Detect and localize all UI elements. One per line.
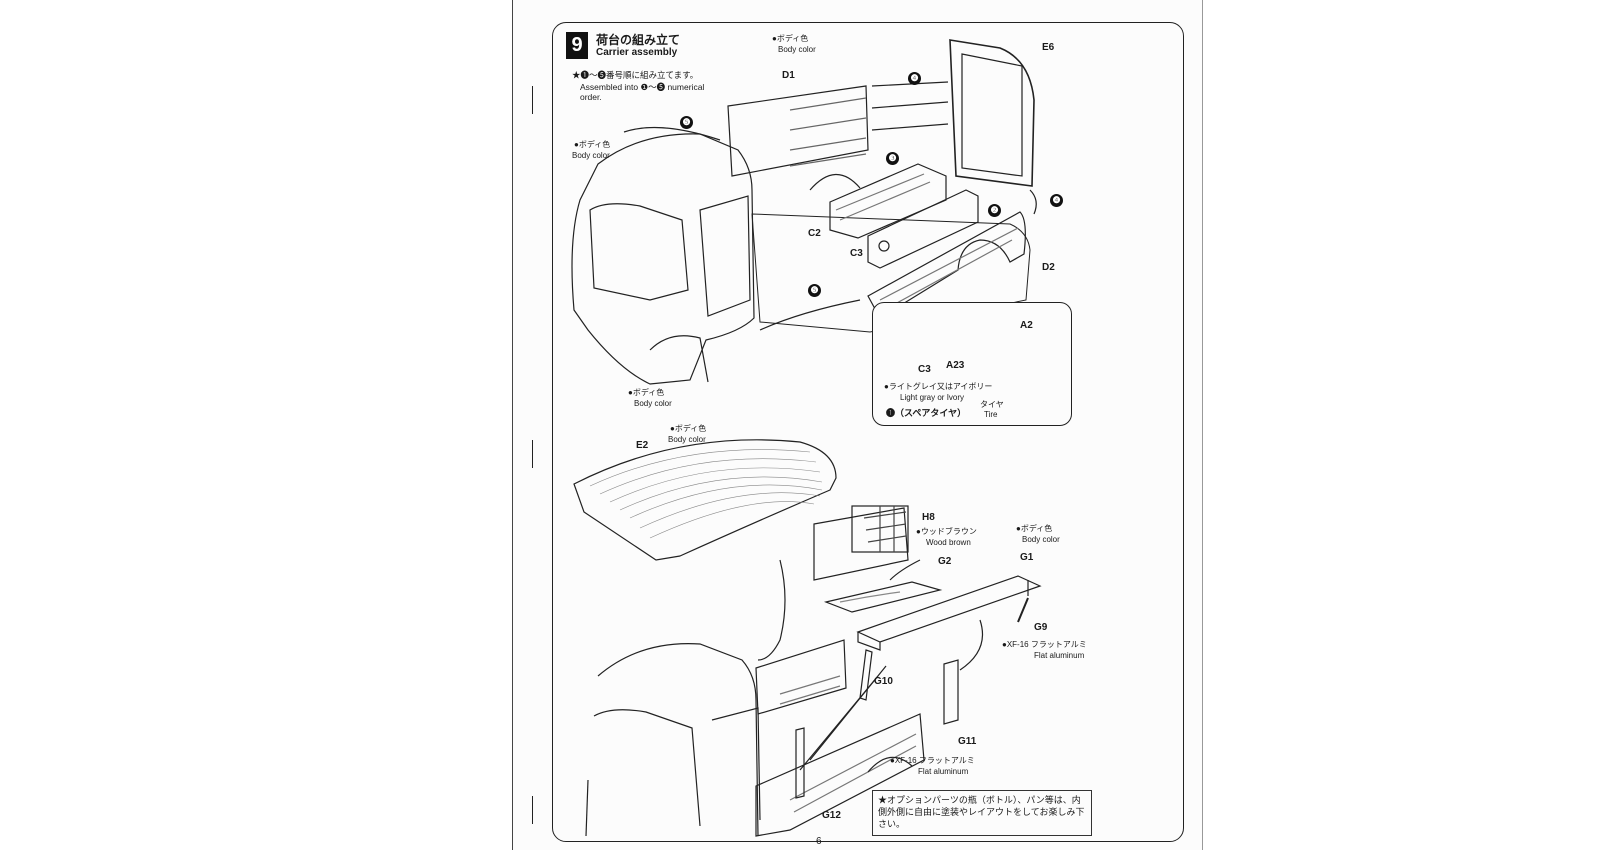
part-label: G11 (958, 736, 977, 747)
optional-parts-note: ★オプションパーツの瓶（ボトル）、パン等は、内側外側に自由に塗装やレイアウトをし… (872, 790, 1092, 836)
step-title-en: Carrier assembly (596, 47, 678, 58)
page-number: 6 (816, 836, 822, 847)
paint-callout-jp: ●ウッドブラウン (916, 527, 977, 536)
step-title-jp: 荷台の組み立て (596, 33, 681, 47)
paint-callout-jp: ●ボディ色 (628, 388, 665, 397)
step-marker-4: ❹ (1050, 194, 1063, 207)
paint-callout-jp: ●XF-16 フラットアルミ (890, 756, 975, 765)
order-note-jp: ★❶〜❺番号順に組み立てます。 (572, 70, 699, 80)
part-label: G2 (938, 556, 952, 567)
instruction-page (512, 0, 1202, 850)
step-frame (552, 22, 1184, 842)
paint-callout-en: Body color (778, 45, 816, 54)
tire-label-en: Tire (984, 410, 998, 419)
tire-label-jp: タイヤ (980, 400, 1004, 409)
paint-callout-en: Body color (1022, 535, 1060, 544)
order-note-en: Assembled into ❶〜❺ numerical order. (580, 82, 705, 102)
paint-callout-jp: ●ボディ色 (670, 424, 707, 433)
step-marker-3: ❸ (886, 152, 899, 165)
part-label: D2 (1042, 262, 1055, 273)
paint-callout-jp: ●ボディ色 (574, 140, 611, 149)
paint-callout-jp: ●XF-16 フラットアルミ (1002, 640, 1087, 649)
part-label: A23 (946, 360, 965, 371)
margin-tick (532, 796, 533, 824)
part-label: G9 (1034, 622, 1048, 633)
spare-tire-inset (872, 302, 1072, 426)
page-right-edge (1202, 0, 1203, 850)
paint-callout-en: Flat aluminum (1034, 651, 1085, 660)
step-number: 9 (566, 32, 588, 59)
part-label: G12 (822, 810, 841, 821)
step-marker-5: ❺ (808, 284, 821, 297)
paint-callout-en: Body color (634, 399, 672, 408)
part-label: A2 (1020, 320, 1033, 331)
margin-tick (532, 86, 533, 114)
step-marker-2: ❷ (988, 204, 1001, 217)
spare-tire-caption: ❶（スペアタイヤ） (886, 408, 967, 418)
part-label: E2 (636, 440, 649, 451)
paint-callout-en: Body color (572, 151, 610, 160)
paint-callout-jp: ●ボディ色 (1016, 524, 1053, 533)
step-marker-4: ❹ (908, 72, 921, 85)
paint-callout-en: Flat aluminum (918, 767, 969, 776)
paint-callout-en: Wood brown (926, 538, 971, 547)
margin-tick (532, 440, 533, 468)
part-label: C3 (918, 364, 931, 375)
part-label: E6 (1042, 42, 1055, 53)
page-left-edge (512, 0, 513, 850)
part-label: C3 (850, 248, 863, 259)
part-label: H8 (922, 512, 935, 523)
paint-callout-jp: ●ライトグレイ又はアイボリー (884, 382, 993, 391)
part-label: G10 (874, 676, 893, 687)
part-label: D1 (782, 70, 795, 81)
paint-callout-en: Body color (668, 435, 706, 444)
part-label: G1 (1020, 552, 1034, 563)
paint-callout-en: Light gray or Ivory (900, 393, 965, 402)
paint-callout-jp: ●ボディ色 (772, 34, 809, 43)
step-marker-5: ❺ (680, 116, 693, 129)
part-label: C2 (808, 228, 821, 239)
